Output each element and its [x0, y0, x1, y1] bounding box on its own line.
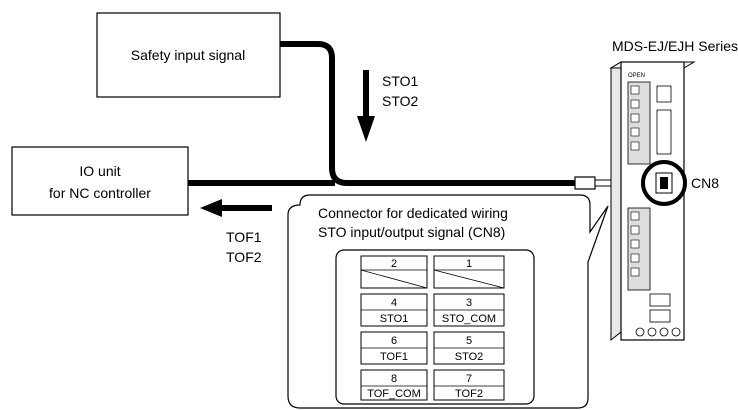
pin-number: 5	[466, 335, 472, 347]
cn8-highlight-circle	[641, 160, 687, 206]
pin-cell	[433, 255, 505, 289]
pin-signal: STO2	[455, 351, 484, 363]
terminal	[630, 113, 640, 123]
terminal	[630, 239, 640, 249]
cn8-label: CN8	[691, 175, 719, 191]
screw	[635, 327, 645, 337]
callout-line1: Connector for dedicated wiring	[318, 205, 508, 221]
pin-signal: TOF_COM	[367, 388, 421, 400]
pin-signal: STO1	[380, 313, 409, 325]
pin-signal: STO_COM	[442, 313, 496, 325]
screw	[671, 327, 681, 337]
pin-number: 3	[466, 297, 472, 309]
safety-input-label: Safety input signal	[131, 47, 245, 63]
safety-cable	[280, 41, 582, 186]
pin-unused-slash	[433, 269, 505, 289]
connector-port	[649, 309, 671, 323]
sto1-label: STO1	[382, 73, 419, 89]
io-unit-label-line2: for NC controller	[49, 185, 151, 201]
tof-arrow-head	[200, 199, 222, 217]
pin-number: 6	[391, 335, 397, 347]
pin-number: 1	[466, 258, 472, 270]
io-unit-label-line1: IO unit	[79, 163, 120, 179]
sto-arrow-head	[357, 116, 375, 142]
pin-cell	[360, 255, 428, 289]
terminal	[630, 225, 640, 235]
safety-input-box	[96, 12, 281, 98]
drive-unit-side	[610, 61, 622, 342]
connector-port	[656, 85, 672, 103]
io-unit-box	[11, 146, 189, 216]
drive-open-label: OPEN	[628, 73, 645, 79]
pin-number: 8	[391, 373, 397, 385]
tof2-label: TOF2	[226, 249, 262, 265]
connector-port	[656, 109, 672, 155]
series-title: MDS-EJ/EJH Series	[612, 38, 738, 54]
terminal	[630, 253, 640, 263]
terminal-block-lower	[627, 207, 651, 291]
cn8-port-inner	[660, 177, 668, 189]
cable-plug	[574, 176, 596, 190]
terminal	[630, 127, 640, 137]
cable-plug-tip	[594, 179, 612, 187]
pin-number: 7	[466, 373, 472, 385]
connector-port	[649, 293, 671, 307]
tof1-label: TOF1	[226, 229, 262, 245]
pin-cell	[433, 369, 505, 401]
pin-cell	[360, 369, 428, 401]
terminal	[630, 267, 640, 277]
pin-unused-slash	[360, 269, 428, 289]
pin-signal: TOF2	[455, 388, 483, 400]
pin-number: 2	[391, 258, 397, 270]
screw	[647, 327, 657, 337]
terminal-block-upper	[627, 81, 651, 165]
terminal	[630, 85, 640, 95]
terminal	[630, 141, 640, 151]
terminal	[630, 211, 640, 221]
screw	[659, 327, 669, 337]
terminal	[630, 99, 640, 109]
pin-number: 4	[391, 297, 397, 309]
sto2-label: STO2	[382, 93, 419, 109]
pin-signal: TOF1	[380, 351, 408, 363]
callout-line2: STO input/output signal (CN8)	[318, 224, 505, 240]
